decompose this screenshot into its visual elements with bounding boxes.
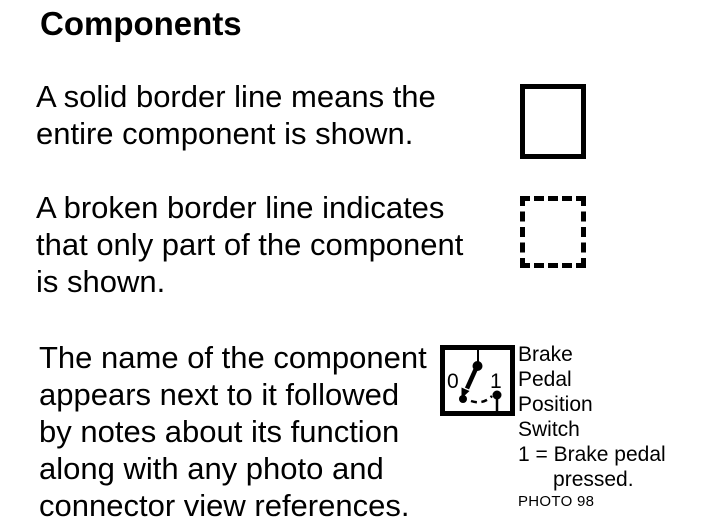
switch-caption: Brake Pedal Position Switch 1 = Brake pe… bbox=[518, 342, 700, 511]
component-function-note: 1 = Brake pedal pressed. bbox=[518, 443, 666, 491]
photo-reference: PHOTO 98 bbox=[518, 493, 595, 510]
switch-position-1-label: 1 bbox=[490, 370, 502, 393]
paragraph-component-name: The name of the component appears next t… bbox=[39, 340, 427, 523]
broken-border-box bbox=[520, 196, 586, 268]
switch-contact-0-dot bbox=[459, 395, 467, 403]
switch-contact-1-dot bbox=[492, 390, 502, 400]
switch-travel-dashed-arc bbox=[470, 395, 493, 404]
component-name-label: Brake Pedal Position Switch bbox=[518, 343, 593, 441]
paragraph-solid-border: A solid border line means the entire com… bbox=[36, 79, 436, 151]
switch-position-0-label: 0 bbox=[447, 370, 459, 393]
solid-border-box bbox=[520, 84, 586, 159]
page-title: Components bbox=[40, 5, 242, 42]
paragraph-broken-border: A broken border line indicates that only… bbox=[36, 190, 464, 299]
brake-pedal-switch-symbol: 0 1 bbox=[440, 345, 515, 416]
switch-lever bbox=[464, 367, 479, 390]
